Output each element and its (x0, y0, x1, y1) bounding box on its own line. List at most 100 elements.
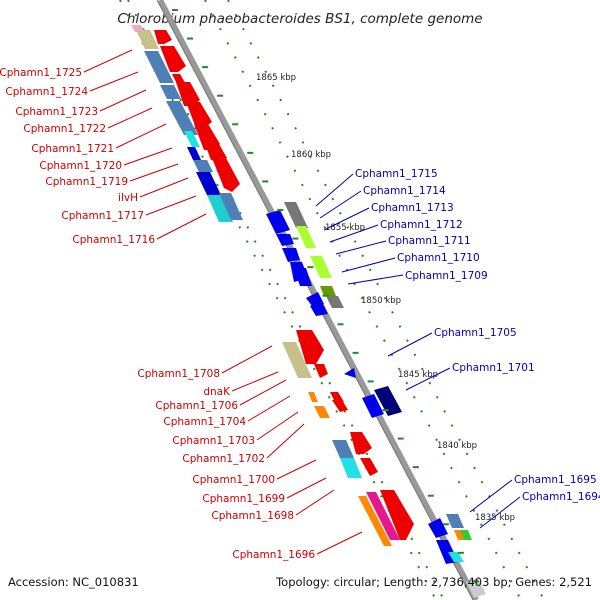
feature-block (193, 160, 213, 172)
leader-line (315, 173, 354, 207)
accession-text: Accession: NC_010831 (8, 575, 139, 589)
feature-arrow (350, 432, 372, 454)
gene-label: Cphamn1_1722 (23, 123, 106, 135)
topology-text: Topology: circular; Length: 2,736,403 bp… (275, 575, 592, 589)
leader-line (479, 496, 521, 529)
kbp-label: 1860 kbp (291, 150, 331, 160)
gene-label: Cphamn1_1725 (0, 67, 82, 79)
feature-block (366, 492, 400, 540)
feature-arrow (314, 364, 328, 378)
feature-block (332, 440, 354, 458)
feature-arrow (205, 144, 227, 162)
gene-label: Cphamn1_1709 (405, 270, 488, 282)
feature-block (282, 342, 312, 378)
feature-arrow (276, 234, 294, 246)
feature-block (314, 406, 330, 418)
label-leader-lines (83, 49, 521, 555)
feature-block (340, 458, 362, 478)
feature-arrow (428, 518, 448, 538)
leader-line (145, 195, 197, 216)
gene-label: Cphamn1_1712 (380, 219, 463, 231)
feature-arrow (282, 248, 300, 262)
map-title: Chlorobium phaeobacteroides BS1, complet… (117, 11, 482, 27)
reverse-features (266, 202, 486, 598)
leader-line (139, 177, 189, 198)
leader-line (221, 345, 273, 374)
gene-label: Cphamn1_1701 (452, 362, 535, 374)
leader-line (239, 379, 287, 406)
feature-arrow (344, 368, 356, 378)
feature-block (446, 514, 464, 528)
gene-label: Cphamn1_1714 (363, 185, 446, 197)
feature-block (448, 552, 464, 562)
feature-block (284, 202, 308, 228)
gene-label: Cphamn1_1704 (163, 416, 246, 428)
gene-label: Cphamn1_1702 (182, 453, 265, 465)
feature-block (184, 131, 200, 147)
gene-label: Cphamn1_1716 (72, 234, 155, 246)
gene-label: Cphamn1_1715 (355, 168, 438, 180)
leader-line (335, 240, 387, 255)
feature-block (219, 193, 243, 220)
gene-label: Cphamn1_1694 (522, 491, 600, 503)
leader-line (323, 207, 370, 231)
feature-arrow (212, 158, 240, 192)
kbp-label: 1835 kbp (475, 513, 515, 523)
gene-label: dnaK (203, 386, 231, 398)
leader-line (329, 224, 379, 243)
gene-label: Cphamn1_1713 (371, 202, 454, 214)
dotted-guide-lines (119, 0, 545, 600)
feature-block (308, 392, 318, 402)
feature-arrow (160, 46, 186, 72)
leader-line (256, 411, 299, 441)
kbp-label: 1855 kbp (325, 223, 365, 233)
leader-line (99, 89, 147, 112)
leader-line (469, 479, 513, 513)
leader-line (107, 107, 153, 129)
gene-label: Cphamn1_1710 (397, 252, 480, 264)
feature-arrow (332, 400, 348, 412)
feature-arrow (176, 82, 200, 106)
feature-block (310, 256, 332, 278)
leader-line (89, 71, 139, 92)
feature-arrow (266, 210, 290, 234)
feature-arrow (294, 268, 312, 286)
feature-arrow (362, 394, 384, 418)
leader-line (319, 190, 362, 219)
leader-line (156, 213, 207, 240)
dotted-guide-line (119, 0, 437, 600)
gene-label: Cphamn1_1698 (211, 510, 294, 522)
gene-label: Cphamn1_1721 (31, 143, 114, 155)
leader-line (286, 477, 327, 499)
feature-block (358, 496, 392, 546)
feature-block (460, 530, 472, 540)
kbp-label: 1865 kbp (256, 73, 296, 83)
gene-label: Cphamn1_1695 (514, 474, 597, 486)
leader-line (387, 332, 433, 357)
feature-block (326, 296, 344, 308)
feature-block (144, 51, 174, 83)
feature-block (166, 101, 198, 135)
dotted-guide-line (127, 0, 445, 600)
dotted-guide-line (227, 0, 545, 600)
gene-label: Cphamn1_1720 (39, 160, 122, 172)
gene-label: Cphamn1_1700 (192, 474, 275, 486)
gene-label: Cphamn1_1706 (155, 400, 238, 412)
feature-block (207, 195, 233, 222)
leader-line (405, 367, 451, 391)
kbp-label: 1840 kbp (437, 441, 477, 451)
feature-arrow (296, 330, 324, 364)
kbp-label: 1850 kbp (361, 296, 401, 306)
feature-block (374, 386, 402, 416)
leader-line (129, 163, 179, 182)
leader-line (341, 257, 396, 273)
feature-block (296, 226, 316, 248)
feature-arrow (194, 124, 220, 150)
leader-line (123, 147, 173, 166)
dotted-guide-line (204, 0, 522, 600)
leader-line (276, 459, 317, 480)
feature-block (136, 30, 159, 49)
feature-arrow (360, 458, 378, 476)
leader-line (115, 123, 167, 149)
